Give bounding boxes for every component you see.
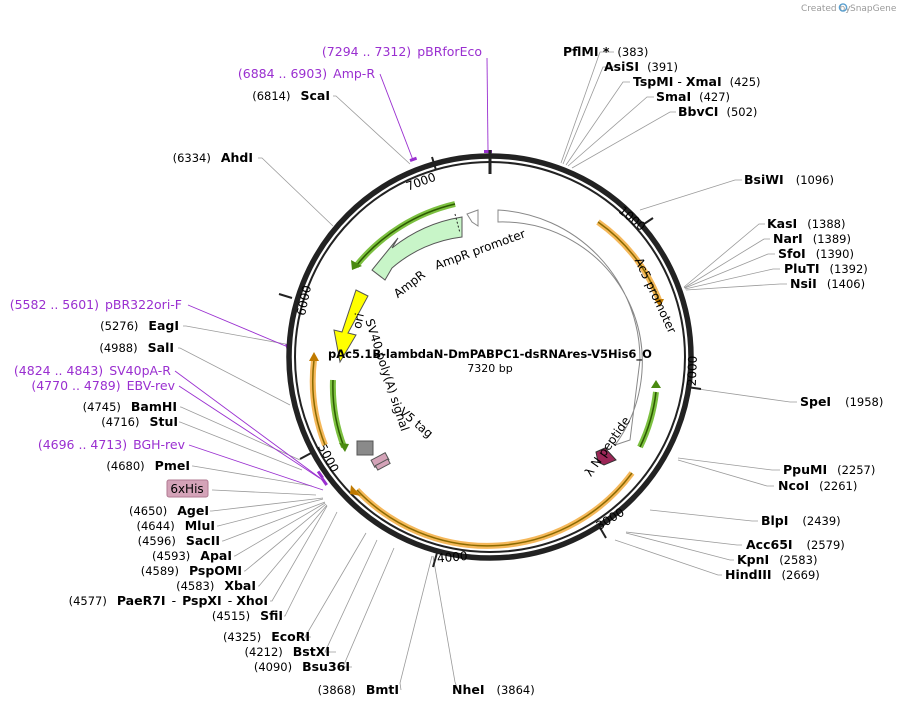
site-bsu36i[interactable]: (4090)Bsu36I [254,659,350,674]
site-smai[interactable]: SmaI(427) [656,89,730,104]
site-ncoi[interactable]: NcoI(2261) [778,478,857,493]
site-pflmi[interactable]: PflMI *(383) [563,44,648,59]
site-xbai[interactable]: (4583)XbaI [176,578,256,593]
site-kasi[interactable]: KasI(1388) [767,216,845,231]
site-bmti[interactable]: (3868)BmtI [318,682,399,697]
site-scai[interactable]: (6814)ScaI [252,88,330,103]
site-pmei[interactable]: (4680)PmeI [106,458,190,473]
ampr-dotted-mark [454,213,461,234]
site-pspomi[interactable]: (4589)PspOMI [141,563,242,578]
site-apai[interactable]: (4593)ApaI [152,548,232,563]
label-lambda-n: λ N peptide [582,414,633,479]
site-ppumi[interactable]: PpuMI(2257) [783,462,875,477]
site-sacii[interactable]: (4596)SacII [138,533,220,548]
ori-arrow [333,289,369,364]
site-kpni[interactable]: KpnI(2583) [737,552,817,567]
sv40-box [356,440,374,456]
tick-2000: 2000 [685,356,700,387]
site-eagi[interactable]: (5276)EagI [100,318,179,333]
site-spei[interactable]: SpeI(1958) [800,394,883,409]
green-arc-right-arrow [651,380,661,388]
green-arc-top-line [355,203,456,267]
tick-6000: 6000 [294,284,314,317]
site-ahdi[interactable]: (6334)AhdI [173,150,253,165]
site-labels-right: PflMI *(383) AsiSI(391) TspMI-XmaI(425) … [452,44,883,697]
label-ori: ori [350,312,367,330]
site-bsiwi[interactable]: BsiWI(1096) [744,172,834,187]
site-asisi[interactable]: AsiSI(391) [604,59,678,74]
green-arc-right-line [639,391,657,448]
site-bstxi[interactable]: (4212)BstXI [245,644,330,659]
site-acc65i[interactable]: Acc65I(2579) [746,537,845,552]
orange-arc-bottom-line [356,472,633,547]
leader-lines-left [178,95,433,691]
primer-pbrforeco[interactable]: (7294 .. 7312)pBRforEco [322,44,482,59]
ampr-arrow [371,216,463,281]
site-bbvci[interactable]: BbvCI(502) [678,104,757,119]
site-sfoi[interactable]: SfoI(1390) [778,246,854,261]
site-sali[interactable]: (4988)SalI [99,340,174,355]
snapgene-logo-icon [838,3,848,12]
orange-arc-left-arrow [309,352,319,361]
site-blpi[interactable]: BlpI(2439) [761,513,841,528]
sixhis-label-box [166,479,209,498]
site-sfii[interactable]: (4515)SfiI [212,608,283,623]
lambda-n-arrow [595,447,617,466]
ac5-promoter-arrow [497,209,643,446]
orange-arc-left-line [312,359,326,446]
green-arc-right [637,391,659,449]
primer-labels: (7294 .. 7312)pBRforEco (6884 .. 6903)Am… [10,44,482,452]
site-agei[interactable]: (4650)AgeI [129,503,209,518]
primer-amp-r[interactable]: (6884 .. 6903)Amp-R [238,66,375,81]
plasmid-length: 7320 bp [467,362,512,375]
green-arc-left-arrow [339,443,349,452]
site-paer7i-pspxi-xhoi[interactable]: (4577)PaeR7I-PspXI-XhoI [69,593,268,608]
orange-arc-bottom-arrow [350,485,361,496]
primer-pbr322ori-f[interactable]: (5582 .. 5601)pBR322ori-F [10,297,182,312]
plasmid-name: pAc5.1B-lambdaN-DmPABPC1-dsRNAres-V5His6… [328,347,652,362]
green-arc-top-arrow [351,260,362,270]
ampr-promoter-arrow [466,209,479,227]
site-pluti[interactable]: PluTI(1392) [784,261,868,276]
credit-brand: SnapGene [850,4,897,14]
site-nari[interactable]: NarI(1389) [773,231,851,246]
tick-4000: 4000 [436,549,468,566]
site-tspmi-xmai[interactable]: TspMI-XmaI(425) [633,74,761,89]
primer-sv40pa-r[interactable]: (4824 .. 4843)SV40pA-R [14,363,171,378]
site-labels-left: (6814)ScaI (6334)AhdI (5276)EagI (4988)S… [69,88,399,697]
leader-lines-right [432,51,797,691]
label-ampr: AmpR [391,268,428,301]
primer-ebv-rev[interactable]: (4770 .. 4789)EBV-rev [31,378,175,393]
primer-bgh-rev[interactable]: (4696 .. 4713)BGH-rev [38,437,186,452]
site-hindiii[interactable]: HindIII(2669) [725,567,820,582]
credit-prefix: Created by [801,4,851,14]
orange-arc-top-line [597,221,660,301]
green-arc-left-line [332,379,345,448]
site-bamhi[interactable]: (4745)BamHI [83,399,177,414]
site-ecori[interactable]: (4325)EcoRI [223,629,310,644]
site-nsii[interactable]: NsiI(1406) [790,276,865,291]
site-nhei[interactable]: NheI(3864) [452,682,535,697]
site-mlui[interactable]: (4644)MluI [136,518,215,533]
label-sixhis: 6xHis [170,482,203,496]
scale-ticks [278,156,702,568]
sixhis-box [374,458,391,471]
orange-arc-top-arrow [654,299,664,307]
site-stui[interactable]: (4716)StuI [101,414,178,429]
